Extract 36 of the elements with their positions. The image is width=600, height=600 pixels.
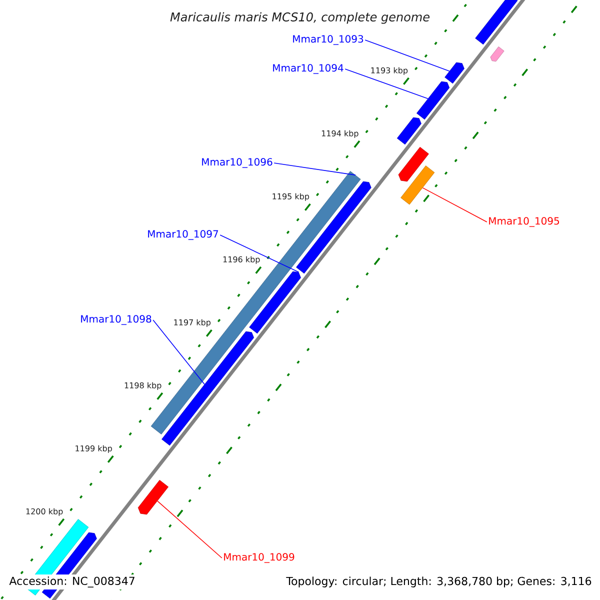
tick-label: 1200 kbp <box>26 508 63 516</box>
gene-label: Mmar10_1097 <box>148 230 218 240</box>
leader-line <box>157 500 222 558</box>
gene-block <box>296 181 372 274</box>
gene-bar <box>400 166 435 205</box>
tick-label: 1194 kbp <box>322 130 358 138</box>
leader-line <box>422 187 488 222</box>
genome-info: Topology: circular; Length: 3,368,780 bp; Genes: 3,116 <box>284 574 594 590</box>
leader-line <box>220 234 300 273</box>
tick-label: 1193 kbp <box>371 67 408 75</box>
accession-label: Accession: NC_008347 <box>7 574 138 590</box>
map-title: Maricaulis maris MCS10, complete genome <box>170 12 430 24</box>
tick-label: 1199 kbp <box>76 445 112 453</box>
gene-label: Mmar10_1096 <box>202 158 272 168</box>
gene-block <box>138 480 168 515</box>
tick-label: 1196 kbp <box>223 256 260 264</box>
gene-label: Mmar10_1098 <box>81 315 152 325</box>
gene-block <box>475 0 518 45</box>
gene-label: Mmar10_1094 <box>273 64 344 74</box>
gene-block <box>249 271 301 334</box>
gene-block <box>162 331 254 446</box>
gene-block <box>444 62 464 84</box>
gene-label: Mmar10_1095 <box>489 217 560 227</box>
gene-block <box>490 46 504 62</box>
gene-block <box>416 81 450 120</box>
leader-line <box>364 40 450 72</box>
tick-label: 1198 kbp <box>124 382 162 390</box>
leader-line <box>344 68 428 100</box>
tick-label: 1197 kbp <box>174 319 211 327</box>
gene-label: Mmar10_1099 <box>224 553 294 563</box>
tick-label: 1195 kbp <box>272 193 310 201</box>
gene-label: Mmar10_1093 <box>293 35 364 45</box>
leader-line <box>152 320 205 385</box>
leader-line <box>274 162 356 176</box>
gene-block <box>396 117 422 145</box>
gene-block <box>398 146 429 182</box>
